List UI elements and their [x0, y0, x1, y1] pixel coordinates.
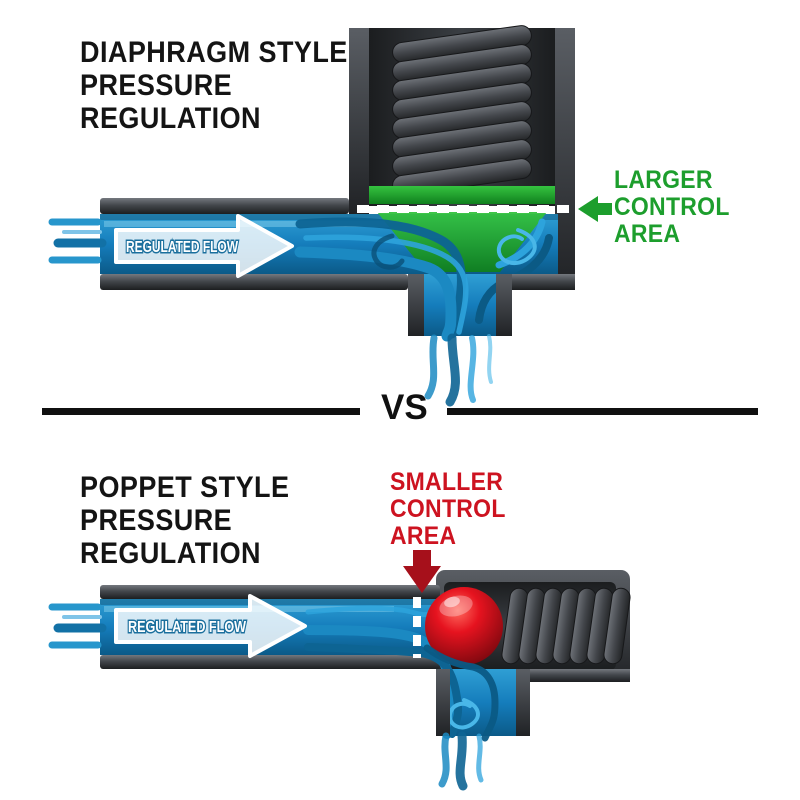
poppet-title: POPPET STYLE PRESSURE REGULATION — [80, 471, 313, 570]
outlet-left-wall — [408, 274, 424, 336]
regulated-flow-label: REGULATED FLOW — [126, 239, 239, 256]
poppet-pipe-top-wall — [100, 585, 440, 599]
smaller-label-line-1: SMALLER — [390, 468, 504, 496]
diaphragm-plate — [369, 186, 555, 204]
poppet-ball — [425, 587, 503, 665]
smaller-label-line-3: AREA — [390, 522, 457, 550]
larger-label-line-1: LARGER — [614, 166, 713, 194]
pipe-top-wall — [100, 198, 349, 214]
diaphragm-diagram: REGULATED FLOW — [48, 25, 612, 407]
inlet-streams — [48, 218, 107, 264]
divider-line-right — [447, 408, 758, 415]
chamber-right-wall — [555, 28, 575, 290]
poppet-pipe-bottom-wall — [100, 655, 440, 669]
larger-label-line-2: CONTROL — [614, 193, 730, 221]
outlet-right-wall — [496, 274, 512, 336]
pipe-bottom-wall — [100, 274, 408, 290]
poppet-outlet-left-wall — [436, 669, 450, 736]
smaller-control-arrow — [403, 550, 441, 593]
diaphragm-title: DIAPHRAGM STYLE PRESSURE REGULATION — [80, 36, 378, 135]
poppet-flow-top-shade — [100, 599, 440, 605]
flow-top-shade — [100, 214, 558, 220]
larger-control-area-label: LARGER CONTROL AREA — [614, 167, 740, 248]
chamber-left-wall — [349, 28, 369, 214]
vs-divider: VS — [0, 388, 800, 437]
poppet-diagram: REGULATED FLOW — [48, 550, 631, 791]
poppet-title-line-1: POPPET STYLE — [80, 471, 290, 504]
divider-line-left — [42, 408, 360, 415]
poppet-body-bottom-wall — [530, 669, 630, 682]
poppet-exit-streams — [438, 731, 484, 791]
regulated-flow-arrow: REGULATED FLOW — [114, 214, 294, 278]
poppet-regulated-flow-label: REGULATED FLOW — [128, 619, 247, 636]
vs-text: VS — [381, 388, 428, 427]
poppet-regulated-flow-arrow: REGULATED FLOW — [114, 594, 307, 658]
poppet-outlet-right-wall — [516, 669, 530, 736]
smaller-control-area-label: SMALLER CONTROL AREA — [390, 469, 516, 550]
poppet-inlet-streams — [48, 603, 107, 649]
pipe-corner-wall — [512, 274, 575, 290]
poppet-front-swirls — [423, 644, 499, 742]
poppet-title-line-3: REGULATION — [80, 537, 261, 570]
exit-streams — [424, 333, 493, 407]
poppet-spring — [501, 587, 631, 665]
smaller-label-line-2: CONTROL — [390, 495, 506, 523]
larger-control-arrow — [578, 196, 612, 222]
diaphragm-title-line-2: PRESSURE — [80, 69, 233, 102]
diaphragm-spring — [392, 25, 532, 196]
diaphragm-title-line-1: DIAPHRAGM STYLE — [80, 36, 348, 69]
larger-label-line-3: AREA — [614, 220, 681, 248]
diaphragm-title-line-3: REGULATION — [80, 102, 261, 135]
poppet-title-line-2: PRESSURE — [80, 504, 233, 537]
